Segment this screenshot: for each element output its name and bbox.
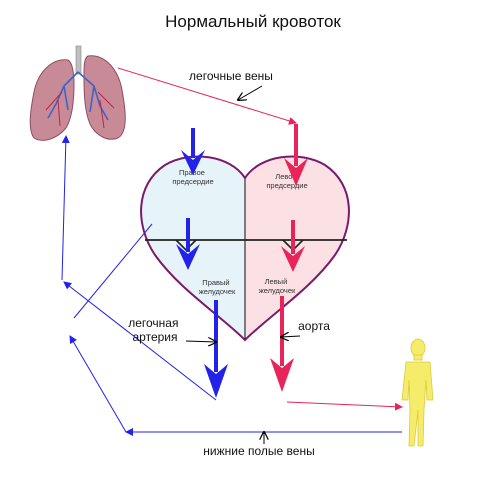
pulmonary-artery-line bbox=[73, 223, 153, 319]
left-ventricle-label: Левый желудочек bbox=[259, 277, 296, 295]
right-ventricle-label: Правый желудочек bbox=[199, 278, 236, 296]
pulmonary-veins-label: легочные вены bbox=[189, 69, 273, 83]
deoxygenated-flow-arrows bbox=[176, 128, 228, 398]
oxygenated-flow-arrows bbox=[270, 124, 308, 392]
to-lungs-line bbox=[61, 135, 70, 281]
aorta-to-body-line bbox=[286, 401, 403, 411]
diagram-title: Нормальный кровоток bbox=[165, 12, 341, 31]
pulmonary-vein-line bbox=[117, 67, 297, 125]
inferior-vena-cava-label: нижние полые вены bbox=[203, 444, 314, 458]
label-pointers bbox=[185, 85, 301, 444]
heart-to-lungs-line bbox=[63, 281, 217, 401]
pulmonary-artery-label: легочная артерия bbox=[128, 316, 182, 344]
left-atrium-label: Левое предсердие bbox=[266, 172, 307, 190]
human-figure-icon bbox=[401, 338, 434, 447]
return-to-heart-line bbox=[69, 335, 127, 433]
aorta-label: аорта bbox=[298, 319, 330, 333]
lungs-icon bbox=[29, 45, 126, 141]
